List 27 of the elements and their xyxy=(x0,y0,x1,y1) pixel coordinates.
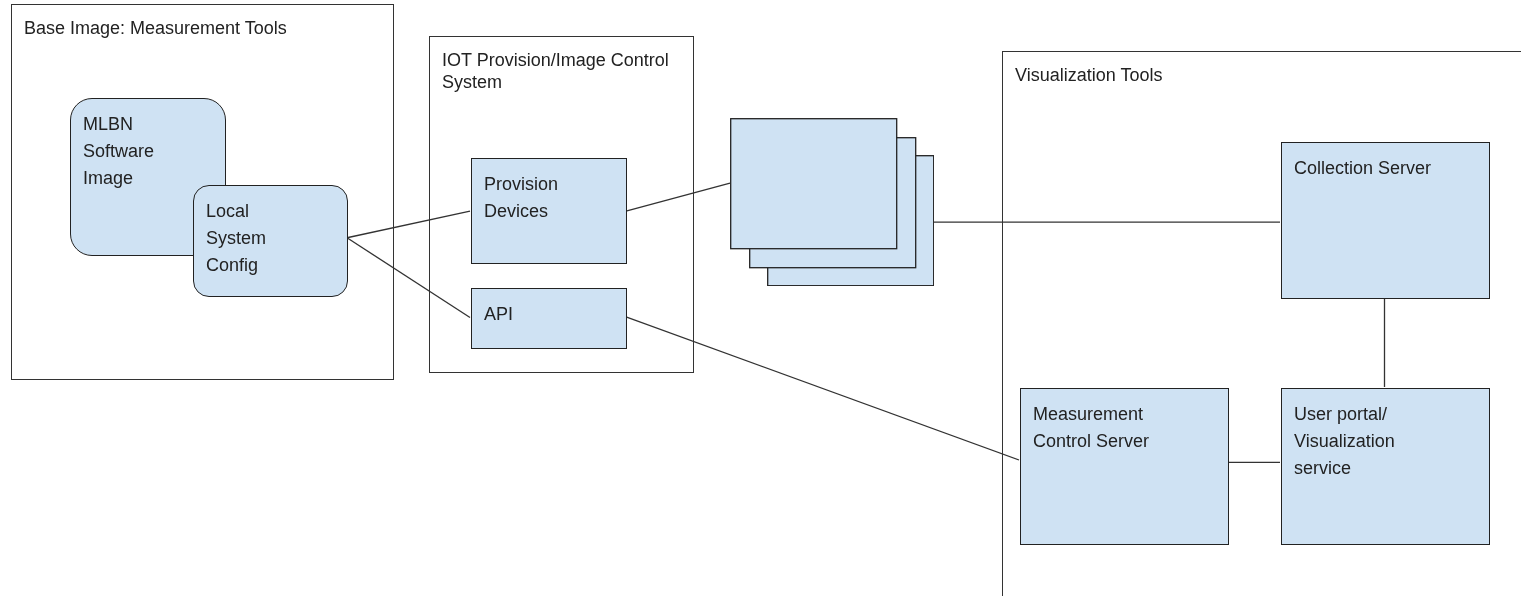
process-box xyxy=(471,288,627,349)
server-box xyxy=(1020,388,1229,545)
group-title: Visualization Tools xyxy=(1015,64,1163,86)
connector-line xyxy=(1383,297,1386,388)
group-box xyxy=(11,4,394,380)
group-title: IOT Provision/Image Control System xyxy=(442,49,670,93)
connector-line xyxy=(346,210,471,239)
connector-line xyxy=(346,237,471,319)
box-label: MLBN Software Image xyxy=(83,113,156,190)
process-box xyxy=(471,158,627,264)
connector-line xyxy=(625,316,1020,461)
box-label: User portal/ Visualization service xyxy=(1294,403,1396,480)
box-label: Measurement Control Server xyxy=(1033,403,1151,453)
box-label: API xyxy=(484,303,513,326)
box-label: Provision Devices xyxy=(484,173,560,223)
group-box xyxy=(1002,51,1521,596)
connector-line xyxy=(625,182,731,212)
rounded-box xyxy=(193,185,348,297)
group-title: Base Image: Measurement Tools xyxy=(24,17,287,39)
stacked-boxes xyxy=(730,118,934,286)
server-box xyxy=(1281,388,1490,545)
box-label: Collection Server xyxy=(1294,157,1432,180)
group-box xyxy=(429,36,694,373)
server-box xyxy=(1281,142,1490,299)
box-label: Local System Config xyxy=(206,200,267,277)
connector-line xyxy=(933,221,1281,223)
connector-line xyxy=(1227,461,1281,463)
